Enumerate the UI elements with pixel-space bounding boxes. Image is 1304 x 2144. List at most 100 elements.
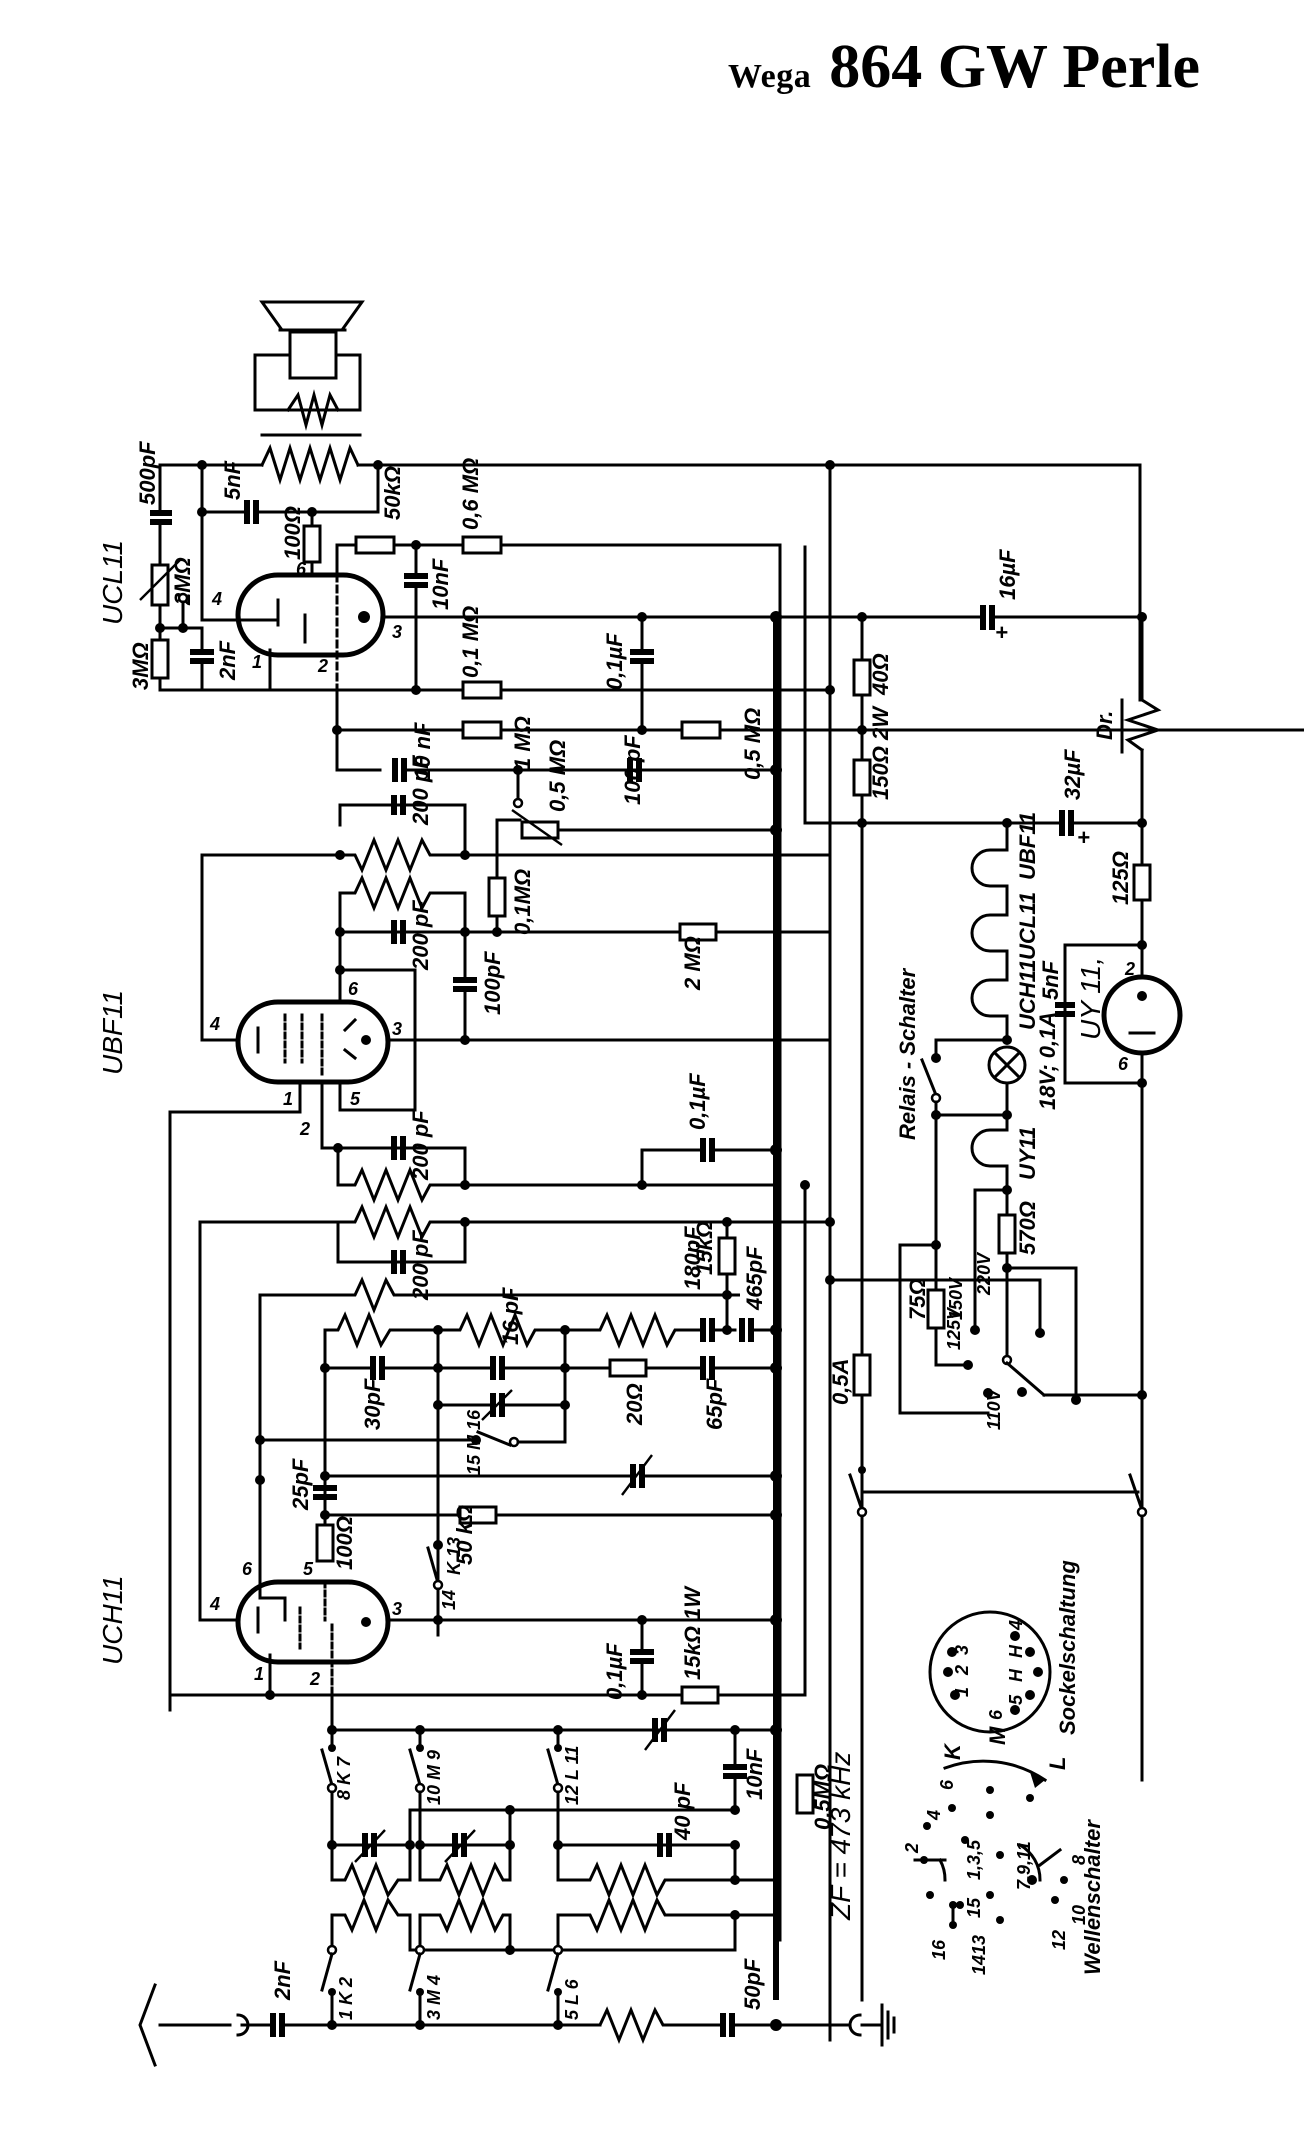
pin-6-uch11: 6 [242,1559,253,1579]
title-model: 864 GW Perle [829,33,1200,101]
label-3M: 3MΩ [128,642,153,690]
switch-contact-12: 12 [1049,1930,1069,1950]
label-pot-0-5M: 0,5 MΩ [545,740,570,812]
label-200pF-2: 200 pF [408,900,433,971]
switch-contact-13: 13 [969,1935,989,1955]
input-coil-banks [327,1790,776,1955]
band-switch-lower[interactable] [320,1944,564,1996]
socket-pin-6: 6 [986,1709,1006,1720]
label-100pF-if: 100pF [480,951,505,1015]
label-0-5M-audio: 0,5 MΩ [740,708,765,780]
label-relay-switch: Relais - Schalter [895,967,920,1140]
label-125ohm: 125Ω [1108,851,1133,905]
pin-1-ucl11: 1 [252,652,262,672]
wave-band-k: K [940,1742,965,1760]
pin-1-uch11: 1 [254,1664,264,1684]
label-15k: 15kΩ [692,1221,717,1275]
label-0-1uF-osc: 0,1µF [602,1643,627,1700]
pin-6-ubf11: 6 [348,979,359,999]
label-65pF: 65pF [702,1378,727,1430]
socket-pin-2: 2 [952,1665,972,1676]
heater-label-uy11: UY11 [1015,1127,1040,1180]
label-50pF: 50pF [740,1958,765,2010]
wave-switch-caption: Wellenschalter [1080,1819,1105,1975]
wave-switch-diagram [913,1759,1068,1929]
label-switch-m-15-16: 15 M 16 [464,1409,484,1475]
label-2M-if: 2 MΩ [680,936,705,991]
label-150ohm: 150Ω 2W [868,705,893,800]
label-50kohm: 50kΩ [380,466,405,520]
ucl11-tube [235,572,386,692]
pin-1-ubf11: 1 [283,1089,293,1109]
tube-label-uch11: UCH11 [97,1575,128,1665]
plus-sign-16uF: + [995,620,1008,645]
label-0-1uF-if: 0,1µF [685,1073,710,1130]
ubf11-tube [235,999,391,1085]
label-switch-k14: 14 [439,1590,459,1610]
tube-socket-diagram [928,1610,1052,1734]
pin-3-uch11: 3 [392,1599,402,1619]
tube-label-uy11: UY 11, [1075,957,1106,1040]
pin-2-ucl11: 2 [317,656,328,676]
label-40pF: 40 pF [670,1782,695,1841]
label-500pF: 500pF [135,441,160,505]
switch-contact-2: 2 [902,1843,922,1854]
label-10nF-b: 10 nF [410,722,435,780]
loudspeaker-icon [253,300,365,431]
label-switch-8k7: 8 K 7 [334,1756,354,1800]
output-transformer [260,433,362,486]
label-100ohm-audio: 100Ω [280,506,305,560]
label-2nF-antenna: 2nF [270,1960,295,2001]
label-switch-5l6: 5 L 6 [562,1978,582,2020]
switch-contact-14: 14 [969,1955,989,1975]
antenna-icon [138,1983,157,2067]
pin-4-ucl11: 4 [211,589,222,609]
title-brand: Wega [728,58,812,95]
label-200pF-3: 200 pF [408,1110,433,1181]
label-30pF: 30pF [360,1378,385,1430]
socket-pin-3: 3 [952,1645,972,1655]
label-pilot-lamp: 18V; 0,1A [1035,1012,1060,1110]
label-16pF: 16 pF [498,1287,523,1345]
label-40ohm: 40Ω [868,653,893,696]
switch-contact-4: 4 [924,1810,944,1821]
label-32uF: 32µF [1060,749,1085,800]
heater-label-ubf11: UBF11 [1015,812,1040,880]
heater-label-uch11: UCH11 [1015,959,1040,1030]
label-switch-12l11: 12 L 11 [562,1746,582,1805]
label-tap-125v: 125V [944,1306,964,1350]
label-switch-1k2: 1 K 2 [336,1977,356,2020]
switch-contact-16: 16 [929,1939,949,1960]
pin-3-ubf11: 3 [392,1019,402,1039]
label-5nF-audio: 5nF [220,460,245,500]
uy11-rectifier-tube [1101,974,1183,1056]
label-16uF: 16µF [995,549,1020,600]
label-switch-10m9: 10 M 9 [424,1750,444,1805]
label-switch-3m4: 3 M 4 [424,1975,444,2020]
switch-contact-15: 15 [964,1897,984,1918]
label-2nF-audio: 2nF [215,640,240,681]
label-0-6M: 0,6 MΩ [458,458,483,530]
pin-6-ucl11: 6 [296,559,307,579]
switch-contact-7-9-11: 7,9,11 [1014,1841,1034,1890]
heater-label-ucl11: UCL11 [1015,892,1040,960]
label-0-1M-audio: 0,1 MΩ [458,606,483,678]
if-transformer-1 [200,795,467,944]
label-200pF-1: 200 pF [408,755,433,826]
label-0-1uF-audio: 0,1µF [602,633,627,690]
label-20ohm: 20Ω [622,1383,647,1426]
wave-band-l: L [1045,1757,1070,1770]
tube-label-ucl11: UCL11 [97,540,128,625]
label-choke: Dr. [1092,711,1117,740]
socket-pin-4: 4 [1006,1620,1026,1631]
switch-contact-6: 6 [937,1779,957,1790]
switch-contact-8: 8 [1069,1855,1089,1865]
label-15k-1w: 15kΩ 1W [680,1585,705,1680]
label-100ohm-osc: 100Ω [332,1516,357,1570]
pin-2-ubf11: 2 [299,1119,310,1139]
label-570ohm: 570Ω [1015,1201,1040,1255]
label-tap-110v: 110V [984,1387,1004,1430]
label-25pF: 25pF [288,1458,313,1511]
plus-sign-32uF: + [1077,825,1090,850]
mains-switch[interactable] [848,1458,1148,1562]
